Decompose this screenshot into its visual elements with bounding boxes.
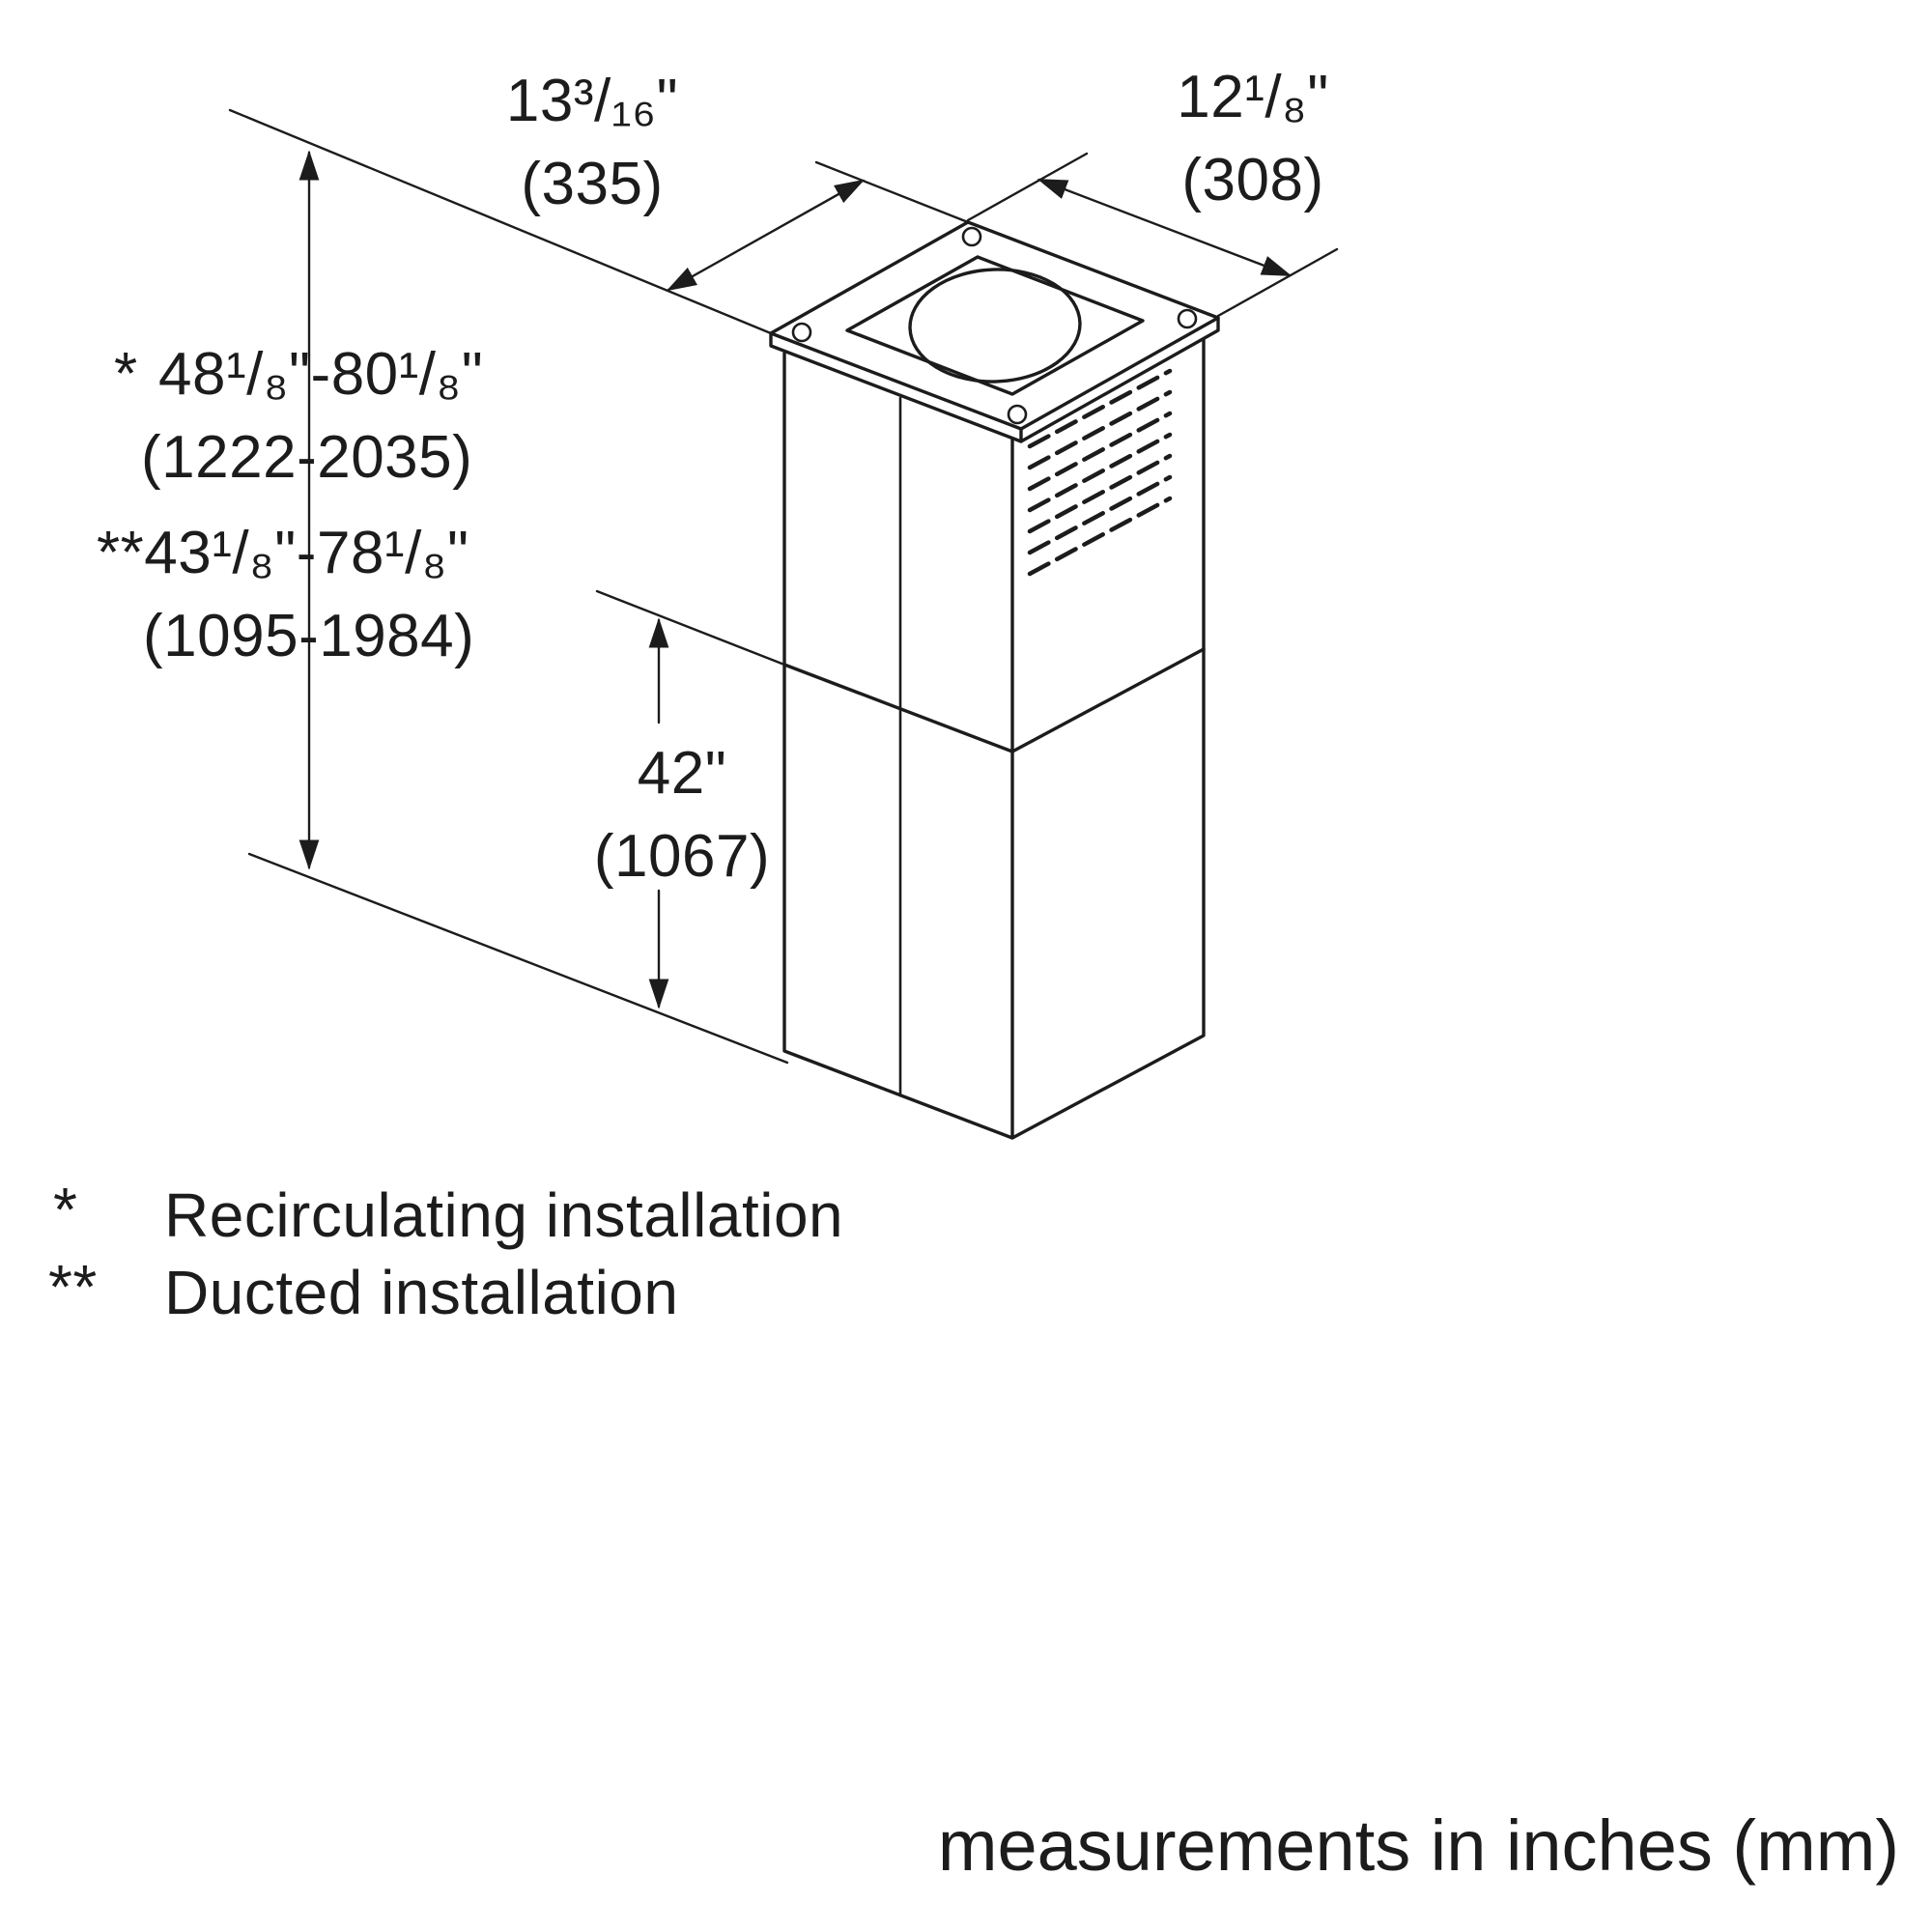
recirculating-height-mm: (1222-2035)	[141, 424, 473, 491]
louver-row	[1027, 453, 1173, 534]
width-extension-line	[966, 152, 1089, 222]
dimension-lines	[228, 108, 1339, 1065]
depth-extension-line	[814, 160, 970, 224]
width-inches: 12¹/₈"	[1177, 64, 1329, 130]
ducted-marker: **	[97, 520, 145, 586]
ducted-height-inches: **43¹/₈"-78¹/₈"	[97, 512, 474, 595]
louver-row	[1027, 368, 1173, 449]
width-mm: (308)	[1181, 147, 1324, 213]
top-flange-thickness	[769, 316, 1220, 443]
recirculating-height-label: *48¹/₈"-80¹/₈" (1222-2035)	[114, 333, 483, 499]
width-extension-line	[1216, 247, 1339, 318]
lower-section-mm: (1067)	[593, 823, 771, 890]
duct-cover-body	[769, 220, 1220, 1140]
duct-hole	[908, 268, 1082, 384]
louver-row	[1027, 474, 1173, 555]
seam-line	[782, 647, 1206, 753]
screw-hole	[1007, 404, 1028, 425]
extension-line-bottom	[247, 852, 789, 1065]
recirculating-marker: *	[114, 341, 138, 408]
mounting-plate	[845, 255, 1145, 396]
vent-louvers	[1027, 368, 1173, 577]
body-outline	[782, 338, 1206, 1140]
footnote-recirculating-marker: *	[53, 1175, 78, 1244]
louver-row	[1027, 496, 1173, 577]
lower-section-label: 42" (1067)	[594, 732, 770, 898]
recirculating-height-inches: *48¹/₈"-80¹/₈"	[114, 333, 483, 416]
width-dimension-arrow	[1037, 178, 1293, 277]
footnote-recirculating-label: Recirculating installation	[164, 1180, 844, 1250]
depth-dimension-label: 13³/₁₆" (335)	[506, 60, 678, 226]
louver-row	[1027, 389, 1173, 470]
screw-hole	[961, 226, 982, 247]
ducted-height-mm: (1095-1984)	[143, 603, 475, 669]
extension-line-top	[228, 108, 784, 340]
screw-hole	[1177, 308, 1198, 329]
units-caption: measurements in inches (mm)	[937, 1805, 1899, 1886]
lower-section-inches: 42"	[637, 740, 727, 807]
louver-row	[1027, 411, 1173, 492]
louver-row	[1027, 432, 1173, 513]
depth-inches: 13³/₁₆"	[505, 68, 679, 134]
width-dimension-label: 12¹/₈" (308)	[1177, 56, 1329, 222]
depth-dimension-arrow	[666, 179, 866, 292]
seam-extension-line	[595, 589, 786, 667]
footnote-ducted-label: Ducted installation	[164, 1258, 679, 1327]
depth-mm: (335)	[521, 151, 664, 217]
footnote-ducted-marker: **	[48, 1252, 98, 1321]
screw-hole	[791, 322, 812, 343]
top-flange	[769, 220, 1220, 431]
ducted-height-label: **43¹/₈"-78¹/₈" (1095-1984)	[97, 512, 474, 678]
